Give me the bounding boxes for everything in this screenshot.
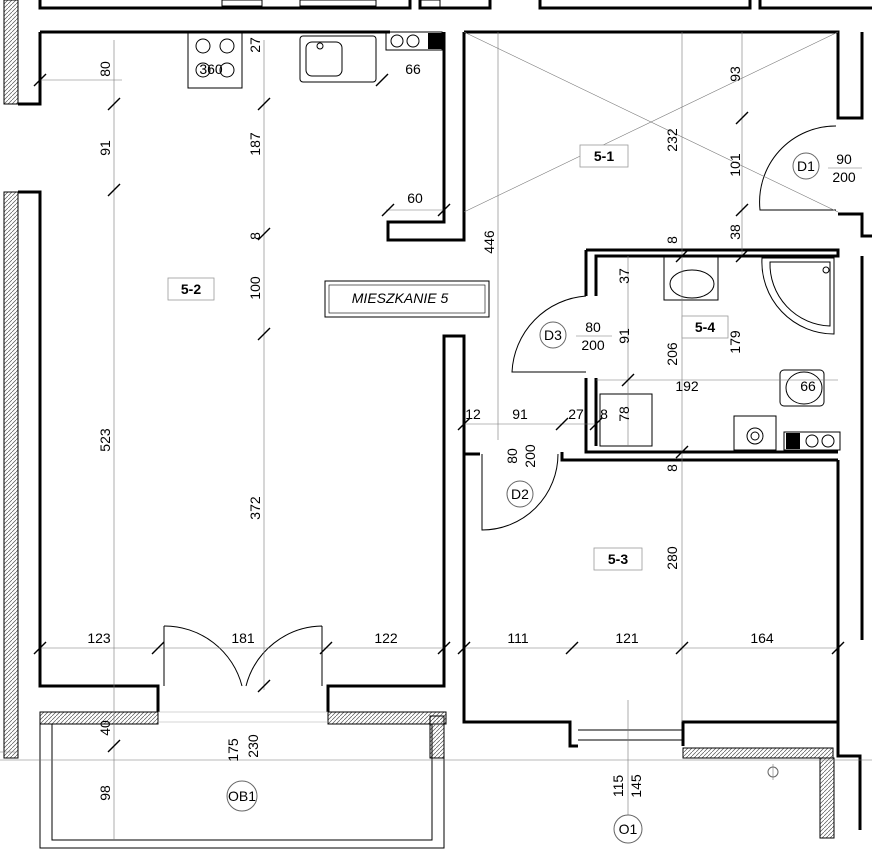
dim-label: 372 — [247, 496, 263, 520]
dim-label: 8 — [664, 236, 680, 244]
dim-label: 206 — [664, 342, 680, 366]
dim-label: 122 — [374, 630, 398, 646]
dim-label: 280 — [664, 546, 680, 570]
dim-label: 446 — [481, 230, 497, 254]
opening-o1-width: 115 — [610, 775, 626, 798]
dim-label: 232 — [664, 128, 680, 152]
dim-label: 12 — [465, 406, 481, 422]
dim-label: 164 — [750, 630, 774, 646]
door-markers: D1 90 200 D3 80 200 D2 80 200 OB1 175 23… — [225, 151, 862, 844]
opening-ob1-id: OB1 — [228, 788, 256, 804]
room-label-5-4: 5-4 — [695, 319, 715, 335]
dim-label: 8 — [600, 406, 608, 422]
dim-label: 101 — [727, 153, 743, 177]
dim-label: 523 — [97, 428, 113, 452]
dimension-lines — [0, 31, 872, 840]
dim-label: 78 — [616, 406, 632, 422]
window-o1 — [578, 729, 683, 741]
dim-label: 179 — [727, 330, 743, 354]
door-d3-width: 80 — [585, 319, 601, 335]
dim-label: 93 — [727, 66, 743, 82]
door-d2-width: 80 — [504, 448, 520, 464]
exterior-insulation — [3, 0, 835, 839]
dim-label: 38 — [727, 224, 743, 240]
room-label-5-2: 5-2 — [181, 281, 201, 297]
door-d1-height: 200 — [832, 169, 856, 185]
dim-label: 27 — [568, 406, 584, 422]
dim-label: 60 — [407, 190, 423, 206]
dim-label: 121 — [615, 630, 639, 646]
opening-ob1-width: 175 — [225, 738, 241, 762]
opening-ob1-height: 230 — [245, 734, 261, 758]
dim-label: 66 — [405, 61, 421, 77]
door-d3-id: D3 — [544, 327, 562, 343]
dim-label: 27 — [247, 37, 263, 53]
dim-label: 181 — [231, 630, 255, 646]
room-labels: 5-2 5-1 5-4 5-3 MIESZKANIE 5 — [167, 144, 729, 571]
room-label-5-3: 5-3 — [608, 551, 628, 567]
dim-label: 8 — [247, 232, 263, 240]
opening-o1-height: 145 — [628, 774, 644, 798]
dim-label: 123 — [87, 630, 111, 646]
balcony — [39, 711, 445, 849]
dim-label: 360 — [199, 61, 223, 77]
walls — [18, 30, 872, 830]
door-d3-height: 200 — [581, 337, 605, 353]
dim-label: 192 — [675, 378, 699, 394]
dim-label: 111 — [507, 630, 528, 646]
bathroom-fixtures — [599, 256, 841, 451]
dimension-ticks — [33, 73, 845, 753]
dim-label: 91 — [97, 140, 113, 156]
door-d1-width: 90 — [836, 151, 852, 167]
dim-label: 66 — [800, 378, 816, 394]
room-label-5-1: 5-1 — [594, 148, 614, 164]
dimension-labels: 80 91 523 40 98 360 27 66 187 8 100 372 … — [87, 37, 816, 801]
door-d2-id: D2 — [511, 486, 529, 502]
doors — [163, 125, 837, 687]
kitchen-fixtures — [187, 0, 443, 89]
top-edge-walls — [38, 0, 872, 10]
dim-label: 8 — [664, 464, 680, 472]
dim-label: 37 — [616, 268, 632, 284]
dim-label: 40 — [97, 720, 113, 736]
opening-o1-id: O1 — [619, 821, 638, 837]
dim-label: 91 — [512, 406, 528, 422]
apartment-title: MIESZKANIE 5 — [352, 290, 449, 306]
door-d1-id: D1 — [797, 158, 815, 174]
dim-label: 98 — [97, 785, 113, 801]
dim-label: 187 — [247, 132, 263, 156]
dim-label: 91 — [616, 328, 632, 344]
door-d2-height: 200 — [522, 444, 538, 468]
dim-label: 80 — [97, 61, 113, 77]
dim-label: 100 — [247, 276, 263, 300]
